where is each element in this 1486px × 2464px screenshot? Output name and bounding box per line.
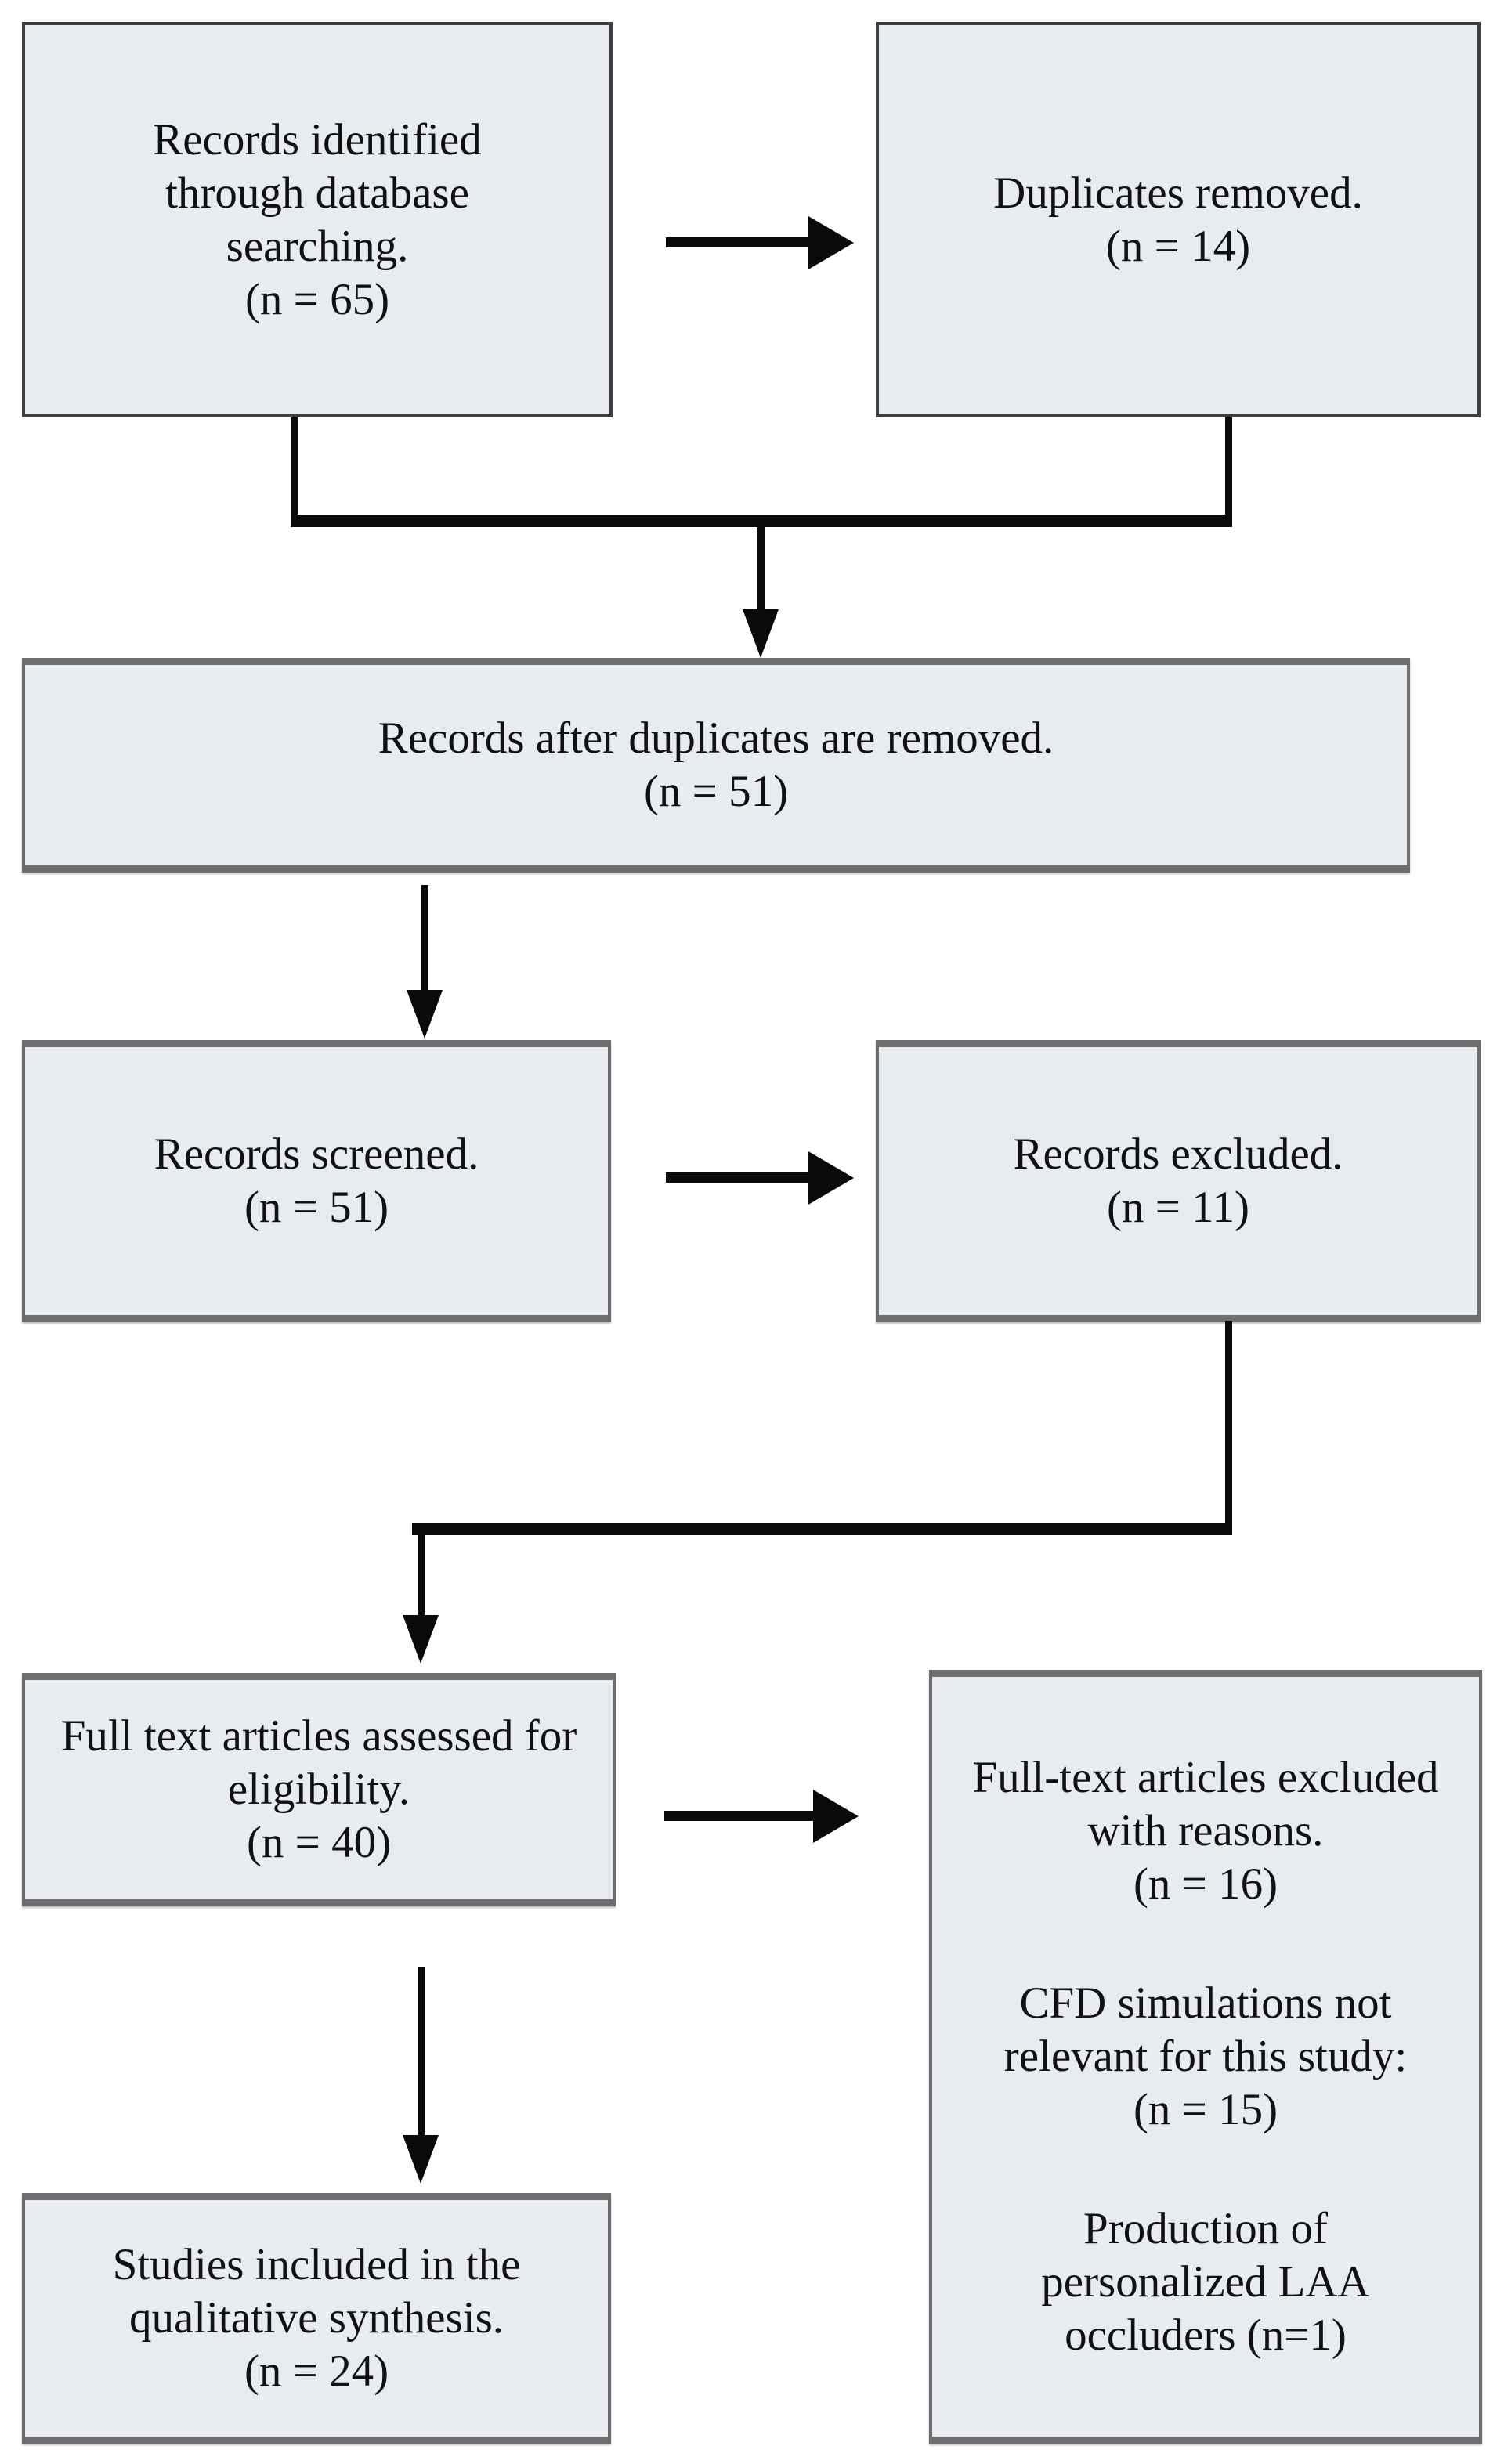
arrowhead-right-icon (808, 1151, 854, 1205)
box-count-line: (n = 24) (244, 2347, 389, 2396)
box-fulltext-assessed: Full text articles assessed for eligibil… (22, 1673, 616, 1906)
excluded-reasons-paragraph: Full-text articles excluded with reasons… (972, 1751, 1438, 1911)
box-text-line: eligibility. (227, 1765, 410, 1814)
box-text-line: Records identified (153, 114, 482, 164)
box-count-line: (n = 65) (244, 274, 390, 324)
box-count-line: (n = 51) (643, 767, 789, 816)
box-text-line: Production of (1083, 2204, 1328, 2253)
box-text-line: qualitative synthesis. (128, 2293, 504, 2343)
box-count-line: (n = 16) (1133, 1859, 1278, 1909)
box-text-line: Full-text articles excluded (972, 1753, 1439, 1802)
arrow-shaft (757, 527, 765, 612)
box-text-line: Studies included in the (112, 2240, 521, 2289)
box-text-line: relevant for this study: (1003, 2032, 1408, 2081)
box-records-identified: Records identified through database sear… (22, 22, 613, 417)
box-count-line: (n = 11) (1107, 1183, 1249, 1232)
arrow-shaft (666, 237, 808, 247)
box-records-excluded: Records excluded. (n = 11) (876, 1040, 1481, 1322)
box-duplicates-removed: Duplicates removed. (n = 14) (876, 22, 1481, 417)
box-records-after-duplicates: Records after duplicates are removed. (n… (22, 658, 1410, 873)
box-text-line: CFD simulations not (1019, 1978, 1392, 2028)
box-text-line: Records screened. (154, 1129, 479, 1179)
arrowhead-down-icon (407, 990, 443, 1039)
connector-vertical (1225, 1321, 1232, 1529)
box-count-line: (n = 40) (246, 1818, 392, 1867)
arrow-shaft (421, 885, 428, 993)
box-text-line: personalized LAA (1041, 2257, 1370, 2307)
arrowhead-down-icon (743, 609, 779, 658)
box-count-line: (n = 14) (1105, 221, 1251, 271)
box-count-line: (n = 51) (244, 1183, 389, 1232)
arrow-shaft (664, 1811, 813, 1821)
arrow-shaft (418, 1967, 425, 2137)
connector-vertical-left (291, 417, 298, 520)
box-text-line: Records after duplicates are removed. (378, 714, 1054, 763)
arrowhead-down-icon (403, 2135, 439, 2184)
box-text-line: with reasons. (1087, 1806, 1324, 1855)
box-fulltext-excluded: Full-text articles excluded with reasons… (929, 1670, 1482, 2444)
connector-horizontal (291, 515, 1232, 527)
arrow-shaft (418, 1535, 425, 1617)
box-text-line: through database (165, 168, 469, 218)
box-text-line: Records excluded. (1013, 1129, 1343, 1179)
arrow-shaft (666, 1172, 808, 1183)
box-count-line: occluders (n=1) (1065, 2310, 1347, 2360)
excluded-reasons-paragraph: Production of personalized LAA occluders… (1041, 2202, 1369, 2362)
box-count-line: (n = 15) (1133, 2085, 1278, 2134)
box-records-screened: Records screened. (n = 51) (22, 1040, 611, 1322)
arrowhead-down-icon (403, 1615, 439, 1664)
box-text-line: Duplicates removed. (993, 168, 1363, 218)
arrowhead-right-icon (813, 1790, 859, 1843)
arrowhead-right-icon (808, 216, 854, 269)
box-text-line: searching. (226, 221, 409, 271)
connector-horizontal (412, 1523, 1232, 1535)
box-studies-included: Studies included in the qualitative synt… (22, 2193, 611, 2444)
excluded-reasons-paragraph: CFD simulations not relevant for this st… (1004, 1977, 1407, 2137)
box-text-line: Full text articles assessed for (60, 1711, 577, 1761)
connector-vertical-right (1225, 417, 1232, 520)
